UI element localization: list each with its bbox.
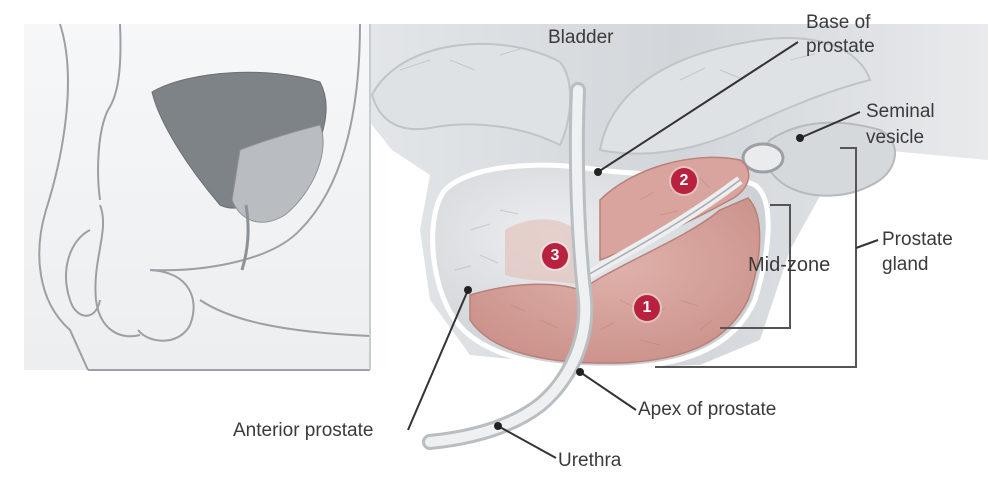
urethra-pointer-dot <box>494 422 502 430</box>
seminal-pointer-dot <box>796 134 804 142</box>
label-apex-of-prostate: Apex of prostate <box>638 399 776 420</box>
label-seminal-line2: vesicle <box>866 127 924 148</box>
label-base-line1: Base of <box>806 12 870 33</box>
label-midzone: Mid-zone <box>748 255 830 276</box>
label-anterior-prostate: Anterior prostate <box>233 420 373 441</box>
label-gland-line1: Prostate <box>882 229 953 250</box>
label-base-line2: prostate <box>806 36 875 57</box>
marker-3: 3 <box>542 243 568 269</box>
label-seminal-line1: Seminal <box>866 101 935 122</box>
marker-2: 2 <box>671 168 697 194</box>
label-gland-line2: gland <box>882 254 929 275</box>
base-pointer-dot <box>594 168 602 176</box>
inset-body-outline <box>24 24 370 370</box>
apex-pointer-dot <box>576 368 584 376</box>
seminal-vesicle-tip <box>743 144 783 172</box>
label-bladder: Bladder <box>548 27 614 48</box>
anterior-pointer-dot <box>464 286 472 294</box>
label-urethra: Urethra <box>558 450 621 471</box>
marker-1: 1 <box>634 295 660 321</box>
